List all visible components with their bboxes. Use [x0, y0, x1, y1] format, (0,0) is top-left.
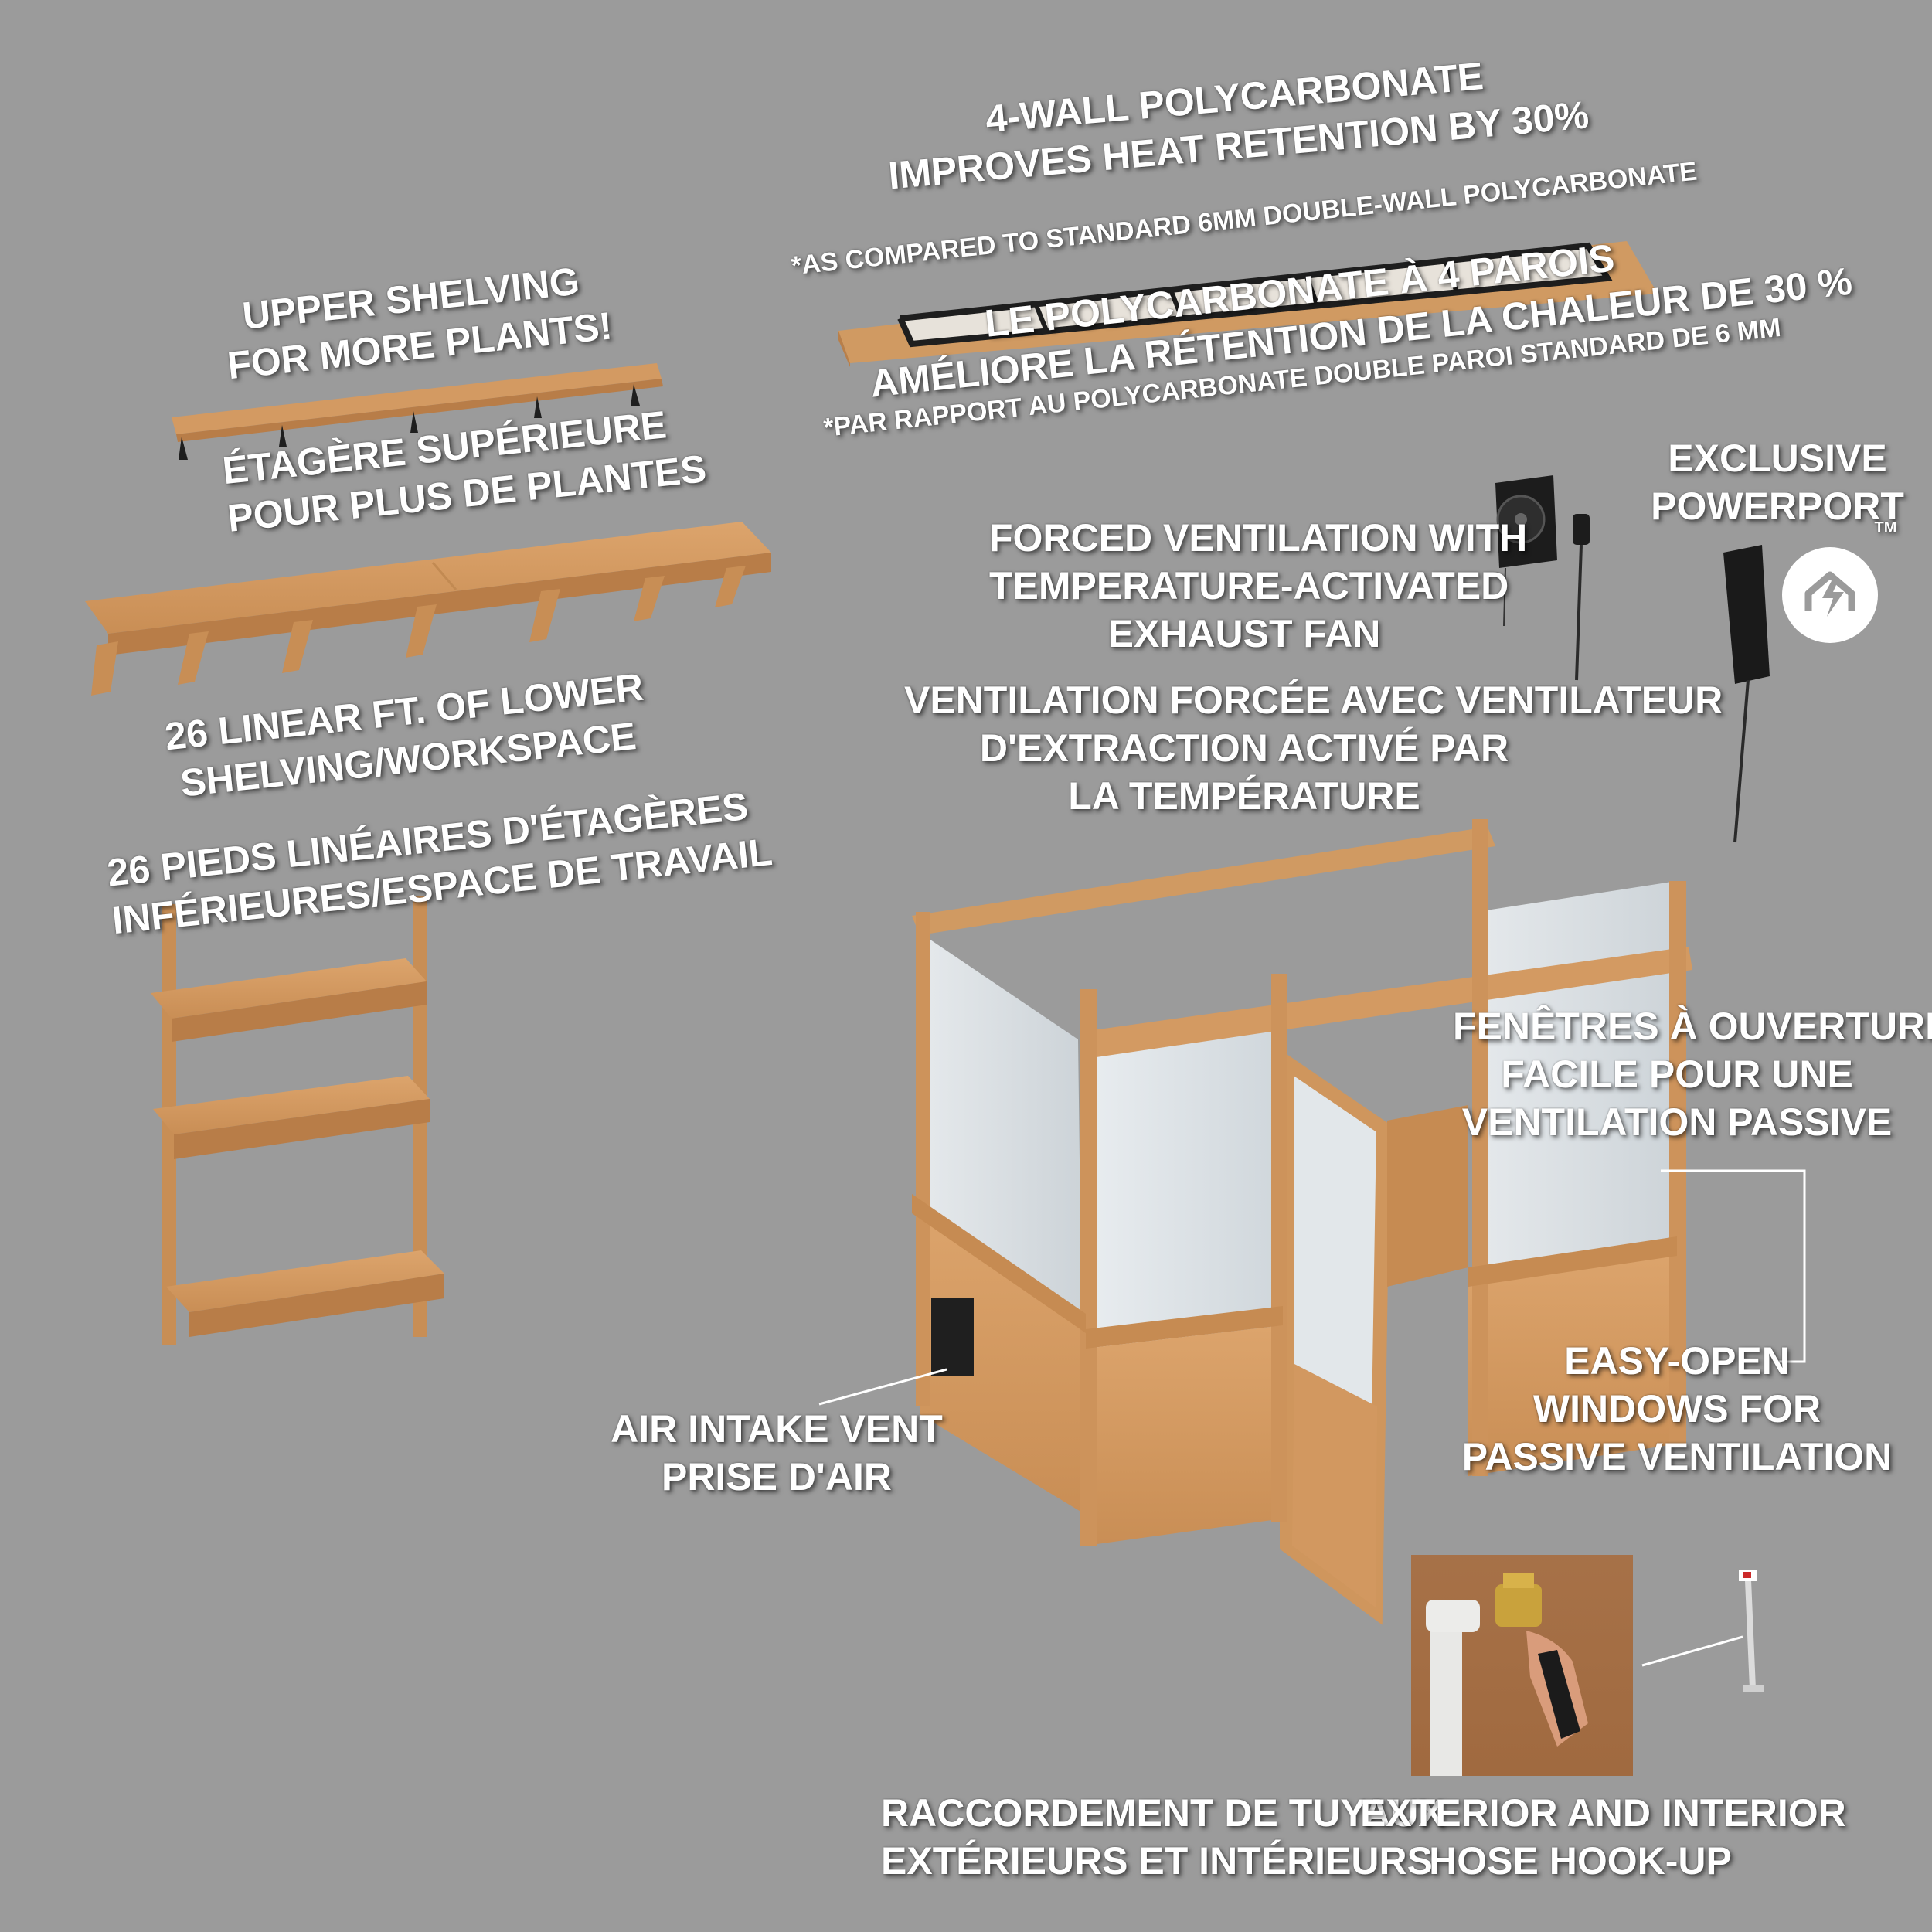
hose-en-line2: HOSE HOOK-UP: [1429, 1839, 1732, 1883]
leader-hose: [1641, 1635, 1743, 1667]
ventilation-en-line1: FORCED VENTILATION WITH: [989, 516, 1528, 560]
windows-fr-line1: FENÊTRES À OUVERTURE: [1453, 1005, 1932, 1048]
air-intake-label: AIR INTAKE VENT PRISE D'AIR: [603, 1405, 951, 1501]
hose-label-fr: RACCORDEMENT DE TUYAUX EXTÉRIEURS ET INT…: [881, 1789, 1444, 1885]
windows-label-en: EASY-OPEN WINDOWS FOR PASSIVE VENTILATIO…: [1453, 1337, 1901, 1481]
hose-label-en: EXTERIOR AND INTERIOR HOSE HOOK-UP: [1360, 1789, 1846, 1885]
trademark-symbol: TM: [1866, 519, 1905, 536]
hose-hookup-photo: [1411, 1555, 1633, 1776]
air-intake-fr: PRISE D'AIR: [661, 1455, 893, 1498]
ventilation-fr-line2: D'EXTRACTION ACTIVÉ PAR: [979, 726, 1509, 770]
powerport-illustration: [1723, 545, 1770, 843]
windows-en-line1: EASY-OPEN: [1564, 1339, 1790, 1383]
leader-windows: [1661, 1169, 1806, 1363]
windows-en-line2: WINDOWS FOR: [1532, 1387, 1821, 1430]
ventilation-fr-line1: VENTILATION FORCÉE AVEC VENTILATEUR: [904, 679, 1723, 722]
vertical-shelf-unit: [151, 896, 444, 1345]
windows-fr-line2: FACILE POUR UNE: [1501, 1053, 1853, 1096]
powerport-name: POWERPORT: [1651, 485, 1904, 528]
upper-shelf: [172, 363, 663, 460]
windows-en-line3: PASSIVE VENTILATION: [1461, 1435, 1893, 1478]
lower-shelf-bench: [85, 522, 771, 696]
hose-fr-line2: EXTÉRIEURS ET INTÉRIEURS: [881, 1839, 1433, 1883]
ventilation-en-line3: EXHAUST FAN: [1107, 612, 1381, 655]
hose-fr-line1: RACCORDEMENT DE TUYAUX: [881, 1791, 1444, 1835]
power-icon: [1782, 547, 1878, 643]
ventilation-label-fr: VENTILATION FORCÉE AVEC VENTILATEUR D'EX…: [904, 676, 1723, 820]
greenhouse-illustration: [912, 819, 1692, 1625]
hose-en-line1: EXTERIOR AND INTERIOR: [1360, 1791, 1846, 1835]
air-intake-en: AIR INTAKE VENT: [611, 1407, 943, 1451]
trademark-text: TM: [1874, 519, 1897, 536]
powerport-line2: POWERPORT: [1646, 482, 1909, 530]
exhaust-fan-illustration: [1495, 475, 1590, 681]
windows-fr-line3: VENTILATION PASSIVE: [1461, 1100, 1893, 1144]
powerport-line1: EXCLUSIVE: [1668, 437, 1887, 480]
roof-frame: [838, 241, 1658, 367]
windows-label-fr: FENÊTRES À OUVERTURE FACILE POUR UNE VEN…: [1453, 1002, 1932, 1146]
powerport-label: EXCLUSIVE POWERPORT: [1646, 434, 1909, 530]
leader-air-intake: [818, 1368, 947, 1406]
ventilation-en-line2: TEMPERATURE-ACTIVATED: [989, 564, 1509, 607]
ventilation-fr-line3: LA TEMPÉRATURE: [1068, 774, 1420, 818]
ventilation-label-en: FORCED VENTILATION WITH TEMPERATURE-ACTI…: [989, 514, 1528, 658]
hose-fitting-illustration: [1739, 1570, 1764, 1692]
